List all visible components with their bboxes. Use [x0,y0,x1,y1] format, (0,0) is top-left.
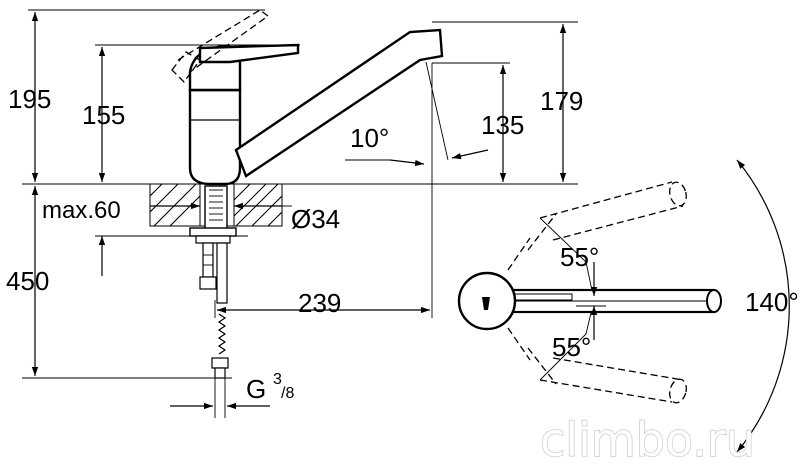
faucet-body [188,28,444,186]
thread-num-label: 3 [273,371,282,388]
swivel-lower-label: 55° [552,332,591,362]
top-view: 55° 55° 140° [457,159,799,453]
swivel-total-label: 140° [745,287,799,317]
max-counter-label: max.60 [42,197,121,224]
extension-lines [22,9,578,379]
lever-alt-position [171,9,270,83]
spout-upper-position [507,181,687,301]
height-total-label: 195 [8,84,51,114]
thread-den-label: /8 [281,385,294,402]
outlet-angle-lines [345,61,489,167]
below-counter-label: 450 [6,266,49,296]
swivel-upper-label: 55° [560,242,599,272]
spout-reach-label: 239 [298,288,341,318]
vertical-dimension-lines [31,12,567,376]
spout-lower-position [507,299,687,404]
side-view: 195 155 10° 135 179 max.60 Ø34 450 239 G… [6,9,583,418]
spout-top-view [457,271,722,331]
swivel-arrows [576,262,606,340]
height-lever-label: 155 [82,100,125,130]
thread-base-label: G [246,374,266,404]
watermark-text: climbo.ru [540,413,755,467]
height-spout-outlet-label: 135 [481,110,524,140]
mounting-shank [189,185,237,418]
height-spout-top-label: 179 [540,86,583,116]
outlet-angle-label: 10° [350,123,389,153]
hole-diameter-label: Ø34 [291,204,340,234]
